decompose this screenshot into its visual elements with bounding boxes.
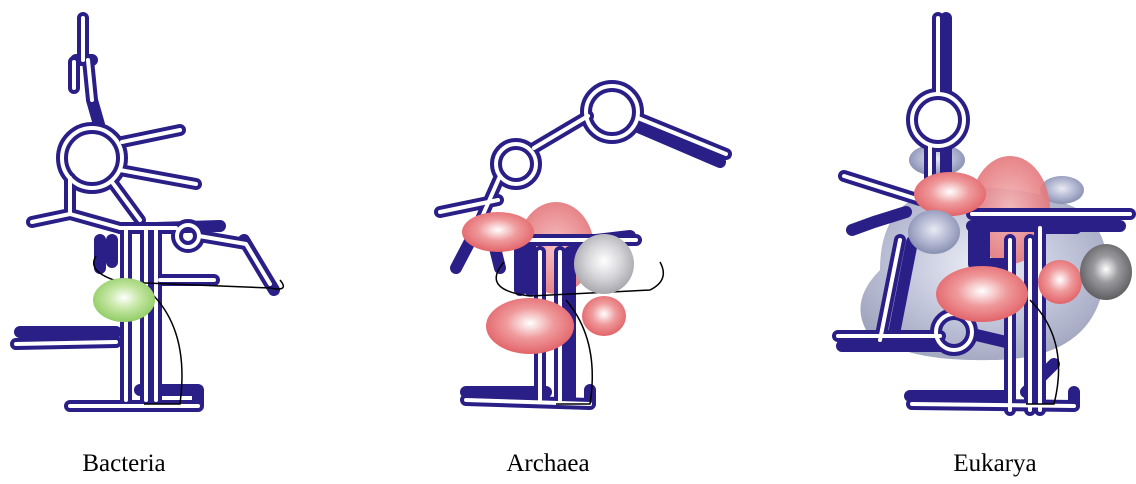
protein-subunit-red-bottom — [486, 298, 574, 354]
protein-subunit-blue-left — [908, 210, 960, 254]
protein-subunit-red-small — [582, 296, 626, 336]
panel-bacteria — [16, 18, 283, 406]
protein-subunit-red-top — [914, 172, 986, 216]
protein-subunit-silver — [574, 234, 634, 294]
protein-subunit-green — [93, 278, 155, 322]
caption-eukarya: Eukarya — [895, 450, 1095, 478]
protein-subunit-red-mid — [936, 266, 1028, 322]
protein-subunit-dark-gray — [1080, 244, 1132, 300]
panel-eukarya — [838, 18, 1132, 410]
protein-subunit-red-small — [1038, 260, 1082, 304]
panel-archaea — [440, 86, 726, 404]
caption-archaea: Archaea — [448, 450, 648, 478]
protein-subunit-red-left — [462, 212, 534, 252]
caption-bacteria: Bacteria — [24, 450, 224, 478]
